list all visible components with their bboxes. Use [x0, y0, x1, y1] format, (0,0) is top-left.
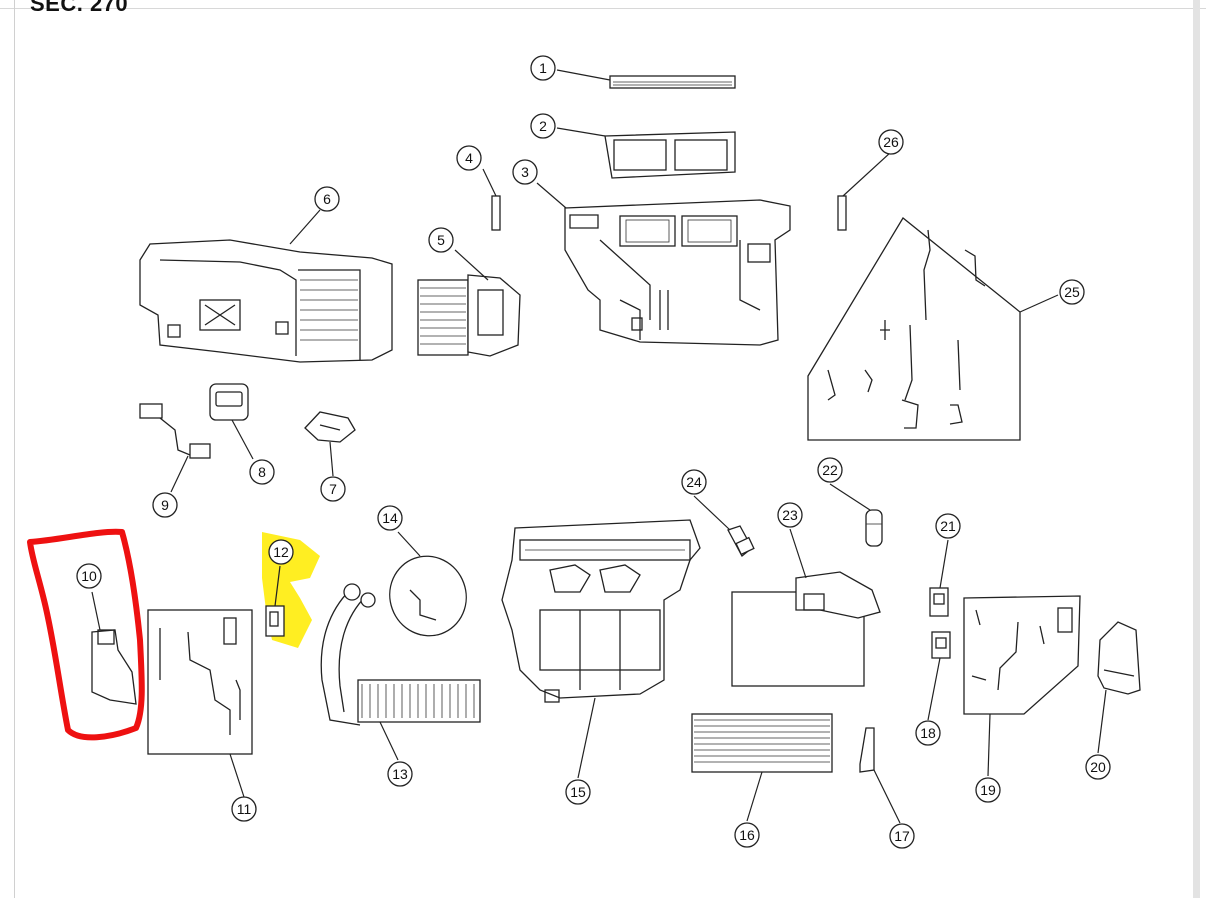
callout-20: 20 — [1085, 754, 1111, 780]
part-26-shape — [837, 195, 847, 231]
svg-text:12: 12 — [273, 544, 289, 560]
svg-text:19: 19 — [980, 782, 996, 798]
callout-9: 9 — [152, 492, 178, 518]
part-13-shape — [320, 583, 481, 726]
callout-24: 24 — [681, 469, 707, 495]
part-25-shape — [807, 217, 1021, 441]
callout-15: 15 — [565, 779, 591, 805]
callout-26: 26 — [878, 129, 904, 155]
part-3-shape — [564, 199, 791, 346]
part-11-shape — [147, 609, 253, 755]
part-23-shape — [731, 571, 881, 687]
part-14-shape — [389, 555, 467, 637]
svg-text:21: 21 — [940, 518, 956, 534]
part-18-shape — [931, 631, 951, 659]
svg-text:24: 24 — [686, 474, 702, 490]
callout-4: 4 — [456, 145, 482, 171]
part-6-shape — [139, 239, 393, 363]
part-4-shape — [491, 195, 501, 231]
callout-13: 13 — [387, 761, 413, 787]
callout-14: 14 — [377, 505, 403, 531]
part-22-shape — [865, 509, 883, 547]
svg-text:4: 4 — [465, 150, 473, 166]
callout-6: 6 — [314, 186, 340, 212]
callout-8: 8 — [249, 459, 275, 485]
part-21-shape — [929, 587, 949, 617]
callout-23: 23 — [777, 502, 803, 528]
svg-text:6: 6 — [323, 191, 331, 207]
svg-text:14: 14 — [382, 510, 398, 526]
right-scrollbar-track[interactable] — [1193, 0, 1200, 898]
left-border — [14, 0, 15, 898]
part-5-shape — [417, 274, 521, 357]
svg-text:9: 9 — [161, 497, 169, 513]
part-17-shape — [859, 727, 875, 773]
part-10-shape — [91, 629, 137, 705]
part-16-shape — [691, 713, 833, 773]
svg-text:2: 2 — [539, 118, 547, 134]
callout-22: 22 — [817, 457, 843, 483]
part-15-shape — [501, 519, 701, 703]
callout-16: 16 — [734, 822, 760, 848]
callout-11: 11 — [231, 796, 257, 822]
svg-text:20: 20 — [1090, 759, 1106, 775]
callout-21: 21 — [935, 513, 961, 539]
leader-lines — [91, 69, 1107, 824]
svg-text:5: 5 — [437, 232, 445, 248]
callout-19: 19 — [975, 777, 1001, 803]
callout-17: 17 — [889, 823, 915, 849]
callout-25: 25 — [1059, 279, 1085, 305]
svg-text:7: 7 — [329, 481, 337, 497]
callout-10: 10 — [76, 563, 102, 589]
svg-text:10: 10 — [81, 568, 97, 584]
callout-7: 7 — [320, 476, 346, 502]
svg-text:1: 1 — [539, 60, 547, 76]
callout-1: 1 — [530, 55, 556, 81]
part-24-shape — [727, 525, 755, 557]
callout-18: 18 — [915, 720, 941, 746]
svg-text:3: 3 — [521, 164, 529, 180]
svg-text:17: 17 — [894, 828, 910, 844]
part-19-shape — [963, 595, 1081, 715]
svg-text:15: 15 — [570, 784, 586, 800]
callout-12: 12 — [268, 539, 294, 565]
svg-text:8: 8 — [258, 464, 266, 480]
part-12-shape — [265, 605, 285, 637]
part-7-shape — [304, 411, 356, 443]
svg-text:11: 11 — [237, 801, 252, 817]
red-outline — [27, 528, 145, 741]
callout-5: 5 — [428, 227, 454, 253]
svg-text:18: 18 — [920, 725, 936, 741]
svg-text:22: 22 — [822, 462, 838, 478]
svg-text:23: 23 — [782, 507, 798, 523]
callout-3: 3 — [512, 159, 538, 185]
callout-2: 2 — [530, 113, 556, 139]
svg-text:13: 13 — [392, 766, 408, 782]
svg-text:26: 26 — [883, 134, 899, 150]
section-title: SEC. 270 — [30, 0, 129, 16]
part-20-shape — [1097, 621, 1141, 695]
part-1-shape — [609, 75, 736, 89]
part-9-shape — [139, 403, 211, 459]
svg-text:16: 16 — [739, 827, 755, 843]
top-border — [0, 8, 1206, 9]
part-8-shape — [209, 383, 249, 421]
svg-text:25: 25 — [1064, 284, 1080, 300]
part-2-shape — [604, 131, 736, 179]
